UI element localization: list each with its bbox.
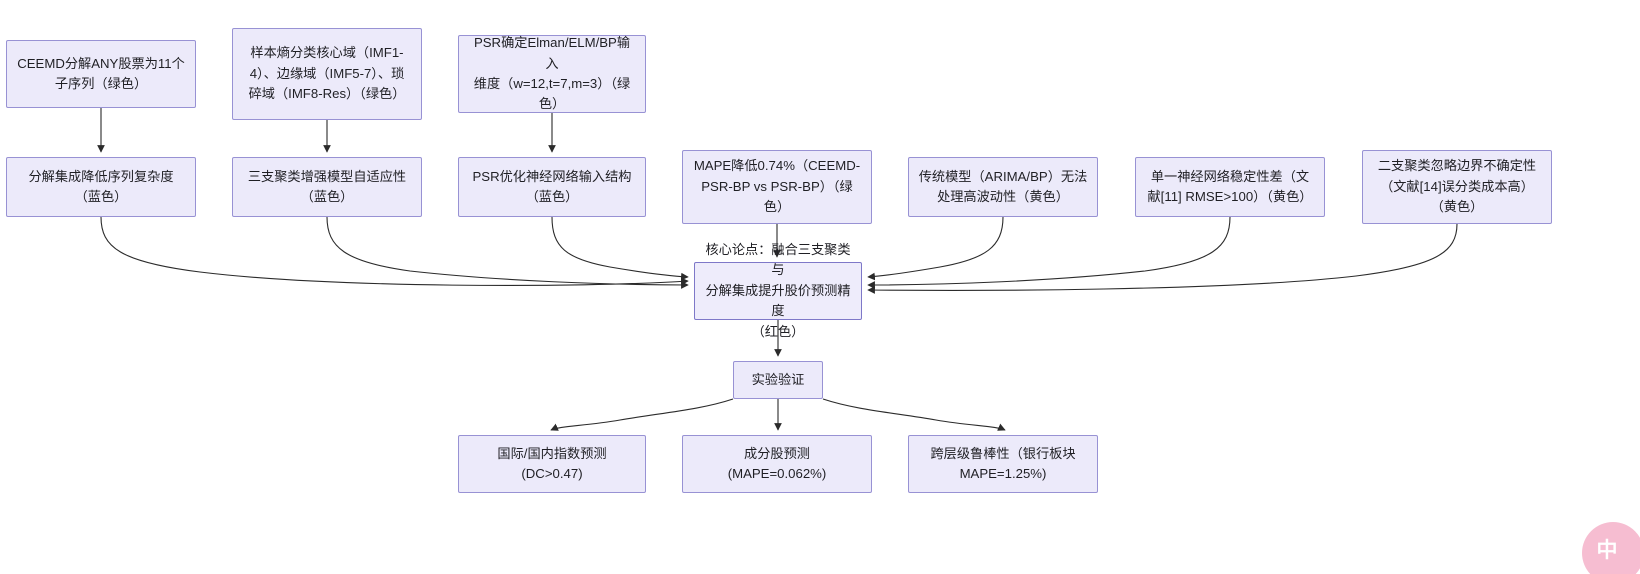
node-label: PSR优化神经网络输入结构 （蓝色）: [472, 168, 632, 204]
node-experimental-validation[interactable]: 实验验证: [733, 361, 823, 399]
node-sample-entropy-classification[interactable]: 样本熵分类核心域（IMF1- 4）、边缘域（IMF5-7）、琐 碎域（IMF8-…: [232, 28, 422, 120]
node-label: 成分股预测 (MAPE=0.062%): [727, 445, 827, 481]
edge-n9-n11: [867, 216, 1231, 289]
edge-n6-n11: [551, 216, 689, 281]
edge-n4-n11: [100, 216, 689, 287]
node-label: 单一神经网络稳定性差（文 献[11] RMSE>100）（黄色）: [1147, 168, 1313, 204]
node-label: CEEMD分解ANY股票为11个 子序列（绿色）: [17, 55, 185, 91]
edge-n8-n11: [867, 216, 1004, 281]
node-core-claim[interactable]: 核心论点：融合三支聚类与 分解集成提升股价预测精度 （红色）: [694, 242, 862, 339]
node-ceemd-decomposition[interactable]: CEEMD分解ANY股票为11个 子序列（绿色）: [6, 40, 196, 108]
node-label: 二支聚类忽略边界不确定性 （文献[14]误分类成本高） （黄色）: [1377, 158, 1537, 215]
node-label: 核心论点：融合三支聚类与 分解集成提升股价预测精度 （红色）: [705, 241, 851, 339]
node-mape-reduction-result[interactable]: MAPE降低0.74%（CEEMD- PSR-BP vs PSR-BP）（绿 色…: [682, 150, 872, 224]
watermark-badge: 中: [1582, 522, 1640, 574]
node-label: 三支聚类增强模型自适应性 （蓝色）: [247, 168, 407, 204]
node-index-forecast-outcome[interactable]: 国际/国内指数预测 (DC>0.47): [458, 435, 646, 493]
node-label: 分解集成降低序列复杂度 （蓝色）: [28, 168, 174, 204]
node-label: PSR确定Elman/ELM/BP输入 维度（w=12,t=7,m=3）（绿 色…: [473, 35, 631, 112]
edge-n12-n13: [550, 398, 734, 431]
node-label: 传统模型（ARIMA/BP）无法 处理高波动性（黄色）: [918, 168, 1088, 204]
edge-n12-n15: [822, 398, 1006, 431]
node-cross-level-robustness-outcome[interactable]: 跨层级鲁棒性（银行板块 MAPE=1.25%): [908, 435, 1098, 493]
node-traditional-model-limitation[interactable]: 传统模型（ARIMA/BP）无法 处理高波动性（黄色）: [908, 157, 1098, 217]
node-constituent-stock-forecast-outcome[interactable]: 成分股预测 (MAPE=0.062%): [682, 435, 872, 493]
node-three-way-clustering-adaptivity[interactable]: 三支聚类增强模型自适应性 （蓝色）: [232, 157, 422, 217]
watermark-text: 中: [1596, 539, 1618, 562]
edge-n5-n11: [326, 216, 689, 289]
node-label: 跨层级鲁棒性（银行板块 MAPE=1.25%): [930, 445, 1076, 481]
node-single-network-instability[interactable]: 单一神经网络稳定性差（文 献[11] RMSE>100）（黄色）: [1135, 157, 1325, 217]
edge-n10-n11: [867, 223, 1458, 294]
node-decomposition-reduces-complexity[interactable]: 分解集成降低序列复杂度 （蓝色）: [6, 157, 196, 217]
node-label: 样本熵分类核心域（IMF1- 4）、边缘域（IMF5-7）、琐 碎域（IMF8-…: [248, 45, 406, 102]
node-psr-optimizes-network-input[interactable]: PSR优化神经网络输入结构 （蓝色）: [458, 157, 646, 217]
node-label: MAPE降低0.74%（CEEMD- PSR-BP vs PSR-BP）（绿 色…: [693, 158, 861, 215]
node-psr-input-dimension[interactable]: PSR确定Elman/ELM/BP输入 维度（w=12,t=7,m=3）（绿 色…: [458, 35, 646, 113]
node-two-way-clustering-boundary-issue[interactable]: 二支聚类忽略边界不确定性 （文献[14]误分类成本高） （黄色）: [1362, 150, 1552, 224]
node-label: 国际/国内指数预测 (DC>0.47): [497, 445, 607, 481]
node-label: 实验验证: [751, 371, 805, 387]
